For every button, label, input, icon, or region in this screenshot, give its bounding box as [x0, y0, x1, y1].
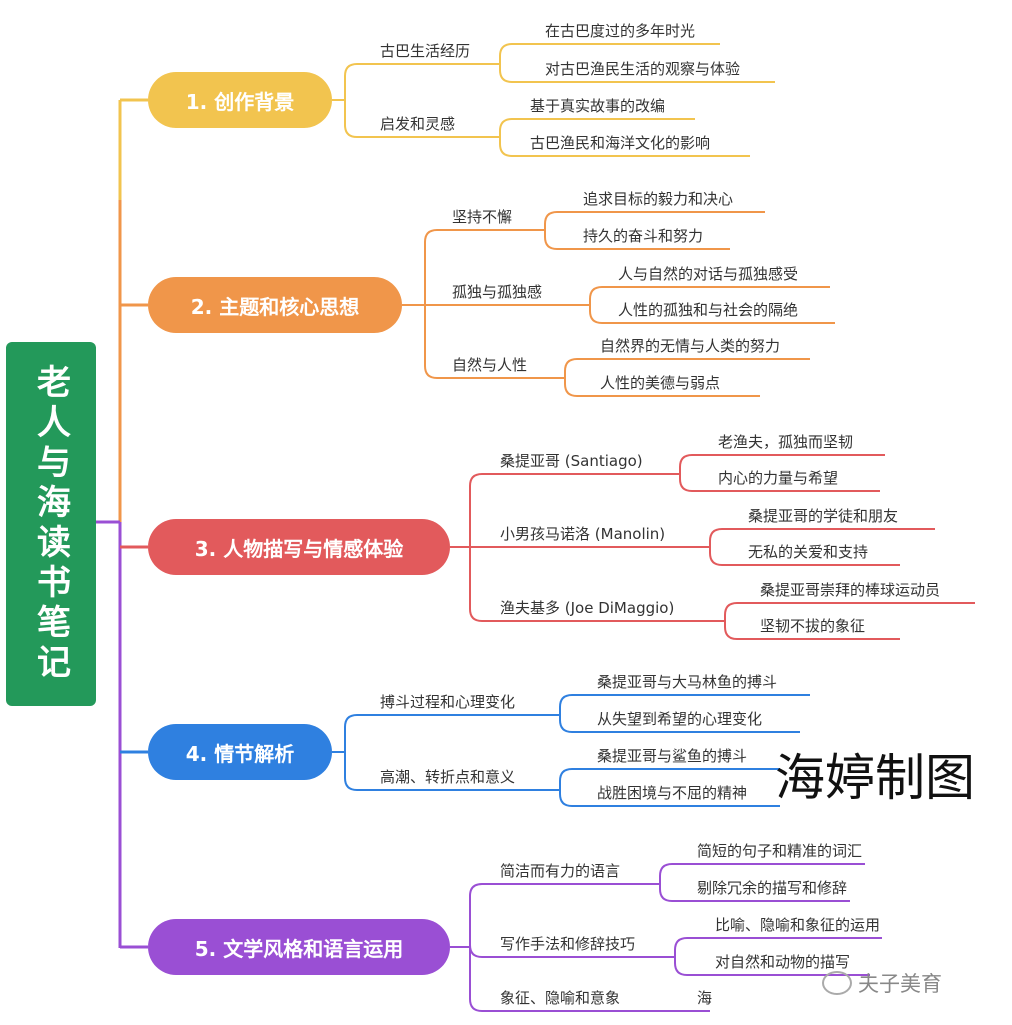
detail-connector [589, 286, 830, 305]
detail-label[interactable]: 桑提亚哥与大马林鱼的搏斗 [597, 673, 778, 691]
detail-label[interactable]: 比喻、隐喻和象征的运用 [715, 916, 881, 934]
subtopic-connector [344, 63, 500, 100]
detail-label[interactable]: 人性的美德与弱点 [600, 374, 721, 392]
detail-connector [709, 528, 935, 547]
detail-connector [564, 378, 760, 397]
wechat-icon [822, 971, 852, 995]
detail-label[interactable]: 人性的孤独和与社会的隔绝 [618, 301, 799, 319]
subtopic-label[interactable]: 古巴生活经历 [380, 42, 471, 60]
detail-connector [589, 305, 835, 324]
detail-connector [559, 694, 810, 715]
detail-connector [679, 474, 880, 492]
subtopic-label[interactable]: 简洁而有力的语言 [500, 862, 621, 880]
detail-connector [564, 358, 810, 378]
subtopic-label[interactable]: 坚持不懈 [452, 208, 513, 226]
detail-connector [499, 137, 750, 157]
detail-connector [674, 937, 882, 957]
subtopic-label[interactable]: 象征、隐喻和意象 [500, 989, 621, 1007]
detail-label[interactable]: 基于真实故事的改编 [530, 97, 666, 115]
detail-label[interactable]: 从失望到希望的心理变化 [597, 710, 763, 728]
detail-label[interactable]: 老渔夫，孤独而坚韧 [718, 433, 854, 451]
detail-connector [544, 211, 765, 230]
subtopic-label[interactable]: 自然与人性 [452, 356, 528, 374]
detail-connector [559, 768, 780, 790]
wechat-watermark: 夫子美育 [822, 968, 942, 998]
detail-connector [709, 547, 900, 566]
subtopic-connector [344, 100, 500, 138]
detail-label[interactable]: 人与自然的对话与孤独感受 [618, 265, 799, 283]
detail-connector [674, 957, 870, 976]
detail-connector [659, 863, 865, 884]
detail-connector [499, 118, 695, 137]
detail-connector [499, 43, 720, 64]
subtopic-connector [469, 883, 660, 947]
detail-label[interactable]: 古巴渔民和海洋文化的影响 [530, 134, 711, 152]
subtopic-label[interactable]: 写作手法和修辞技巧 [500, 935, 636, 953]
author-watermark: 海婷制图 [775, 749, 975, 807]
detail-label[interactable]: 坚韧不拔的象征 [760, 617, 866, 635]
subtopic-label[interactable]: 桑提亚哥 (Santiago) [500, 452, 643, 470]
subtopic-connector [344, 752, 560, 791]
detail-label[interactable]: 自然界的无情与人类的努力 [600, 337, 781, 355]
branch-node-5[interactable]: 5. 文学风格和语言运用 [148, 919, 450, 975]
subtopic-label[interactable]: 高潮、转折点和意义 [380, 768, 516, 786]
detail-connector [559, 715, 800, 733]
detail-connector [544, 230, 730, 250]
wechat-account: 夫子美育 [858, 972, 942, 996]
detail-connector [499, 64, 775, 83]
detail-label[interactable]: 战胜困境与不屈的精神 [597, 784, 748, 802]
subtopic-connector [344, 714, 560, 752]
detail-connector [559, 790, 780, 807]
subtopic-connector [424, 229, 545, 305]
detail-label[interactable]: 桑提亚哥与鲨鱼的搏斗 [597, 747, 748, 765]
branch-node-1[interactable]: 1. 创作背景 [148, 72, 332, 128]
subtopic-label[interactable]: 孤独与孤独感 [452, 283, 543, 301]
detail-label[interactable]: 桑提亚哥崇拜的棒球运动员 [760, 581, 941, 599]
subtopic-connector [469, 547, 725, 622]
subtopic-connector [424, 305, 565, 379]
detail-label[interactable]: 对古巴渔民生活的观察与体验 [545, 60, 741, 78]
subtopic-connector [469, 473, 680, 547]
detail-label[interactable]: 内心的力量与希望 [718, 469, 839, 487]
branch-node-4[interactable]: 4. 情节解析 [148, 724, 332, 780]
detail-connector [724, 621, 900, 640]
branch-node-3[interactable]: 3. 人物描写与情感体验 [148, 519, 450, 575]
subtopic-label[interactable]: 搏斗过程和心理变化 [380, 693, 516, 711]
detail-connector [659, 884, 850, 902]
detail-connector [679, 454, 885, 474]
detail-label[interactable]: 无私的关爱和支持 [748, 543, 869, 561]
subtopic-connector [469, 947, 710, 1012]
root-title: 老人与海读书笔记 [30, 364, 71, 684]
subtopic-connector [469, 944, 675, 958]
detail-label[interactable]: 海 [697, 989, 713, 1007]
subtopic-label[interactable]: 启发和灵感 [380, 115, 456, 133]
branch-node-2[interactable]: 2. 主题和核心思想 [148, 277, 402, 333]
detail-label[interactable]: 桑提亚哥的学徒和朋友 [748, 507, 899, 525]
subtopic-label[interactable]: 小男孩马诺洛 (Manolin) [500, 525, 666, 543]
root-node[interactable]: 老人与海读书笔记 [6, 342, 96, 706]
detail-label[interactable]: 持久的奋斗和努力 [583, 227, 704, 245]
detail-connector [724, 602, 975, 621]
detail-label[interactable]: 在古巴度过的多年时光 [545, 22, 696, 40]
subtopic-label[interactable]: 渔夫基多 (Joe DiMaggio) [500, 599, 675, 617]
detail-label[interactable]: 简短的句子和精准的词汇 [697, 842, 863, 860]
detail-label[interactable]: 追求目标的毅力和决心 [583, 190, 734, 208]
detail-label[interactable]: 对自然和动物的描写 [715, 953, 851, 971]
detail-label[interactable]: 剔除冗余的描写和修辞 [697, 879, 848, 897]
